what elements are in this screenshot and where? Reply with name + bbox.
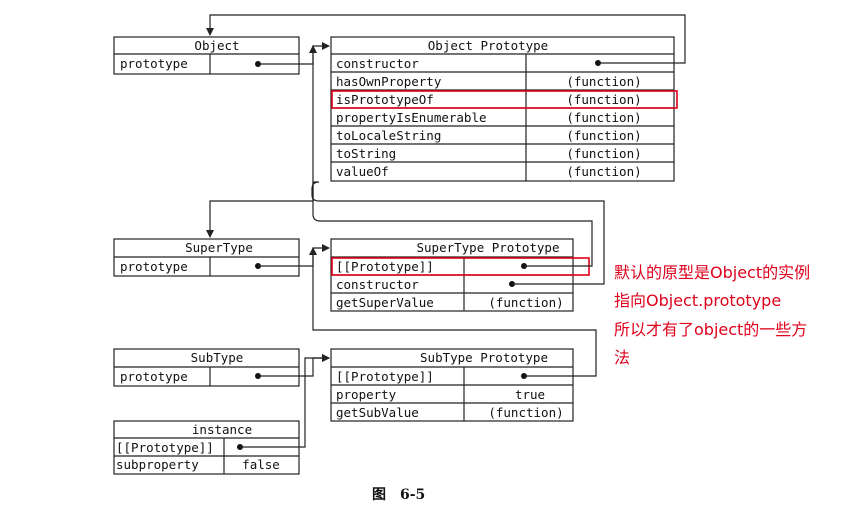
row-name: toLocaleString <box>336 128 441 143</box>
annotation: 默认的原型是Object的实例 指向Object.prototype 所以才有了… <box>614 263 810 367</box>
annotation-line-4: 法 <box>614 348 630 367</box>
row-value: true <box>515 387 545 402</box>
row-name: getSuperValue <box>336 295 434 310</box>
arrow-superproto-to-objectproto <box>309 45 593 267</box>
object-prototype-box: Object Prototype constructor hasOwnPrope… <box>330 36 675 182</box>
annotation-line-2: 指向Object.prototype <box>614 291 781 310</box>
row-name: toString <box>336 146 396 161</box>
row-name: property <box>336 387 397 402</box>
arrow-instance-to-subproto <box>240 354 330 448</box>
supertype-prototype-field: prototype <box>120 259 188 274</box>
object-title: Object <box>194 38 239 53</box>
annotation-line-3: 所以才有了object的一些方 <box>614 320 807 339</box>
subtype-prototype-title: SubType Prototype <box>420 350 548 365</box>
row-name: subproperty <box>116 457 199 472</box>
annotation-line-1: 默认的原型是Object的实例 <box>614 263 810 282</box>
supertype-title: SuperType <box>185 240 253 255</box>
row-name: [[Prototype]] <box>336 369 434 384</box>
row-value: (function) <box>566 74 641 89</box>
row-name: constructor <box>336 56 419 71</box>
row-name: [[Prototype]] <box>336 259 434 274</box>
arrow-object-to-prototype <box>258 42 330 65</box>
instance-title: instance <box>192 422 252 437</box>
row-name: constructor <box>336 277 419 292</box>
row-name: isPrototypeOf <box>336 92 434 107</box>
object-prototype-field: prototype <box>120 56 188 71</box>
subtype-title: SubType <box>191 350 244 365</box>
row-value: (function) <box>566 146 641 161</box>
instance-box: instance [[Prototype]] subproperty false <box>113 420 300 475</box>
supertype-box: SuperType prototype <box>113 238 300 277</box>
row-value: false <box>242 457 280 472</box>
arrow-constructor-to-object <box>206 14 686 64</box>
row-name: getSubValue <box>336 405 419 420</box>
arrow-constructor-to-supertype <box>206 181 605 285</box>
subtype-prototype-field: prototype <box>120 369 188 384</box>
row-value: (function) <box>488 295 563 310</box>
row-name: hasOwnProperty <box>336 74 442 89</box>
highlight-isPrototypeOf <box>331 90 678 109</box>
row-value: (function) <box>566 128 641 143</box>
row-name: [[Prototype]] <box>116 440 214 455</box>
object-box: Object prototype <box>113 36 300 75</box>
row-value: (function) <box>566 110 641 125</box>
row-value: (function) <box>566 92 641 107</box>
row-value: (function) <box>566 164 641 179</box>
subtype-box: SubType prototype <box>113 348 300 387</box>
supertype-prototype-title: SuperType Prototype <box>417 240 560 255</box>
row-value: (function) <box>488 405 563 420</box>
arrow-subproto-to-superproto <box>309 247 597 377</box>
row-name: propertyIsEnumerable <box>336 110 487 125</box>
figure-caption: 图 6-5 <box>372 487 425 503</box>
subtype-prototype-box: SubType Prototype [[Prototype]] property… <box>330 348 574 422</box>
row-name: valueOf <box>336 164 389 179</box>
object-prototype-title: Object Prototype <box>428 38 548 53</box>
